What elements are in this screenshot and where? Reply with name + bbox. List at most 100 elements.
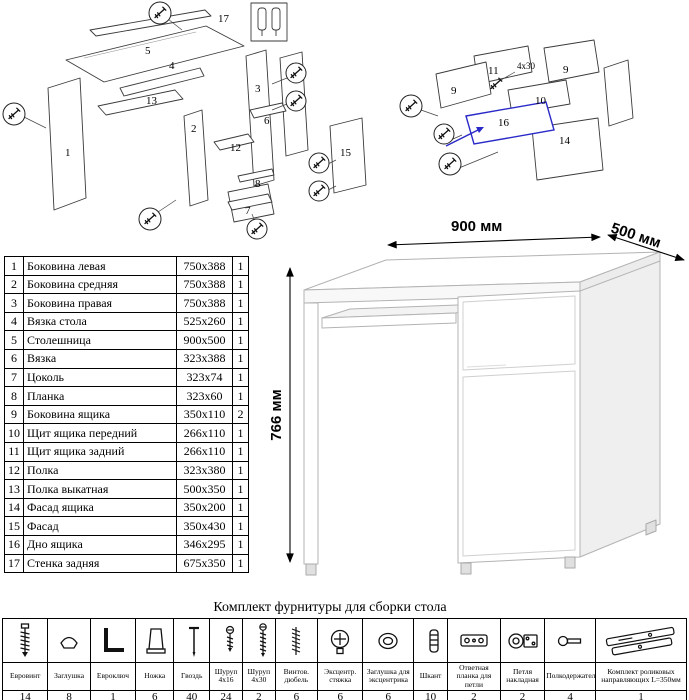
left-side-part — [47, 77, 87, 211]
part-size: 323x388 — [176, 348, 233, 369]
insert-direction-arrow — [445, 129, 479, 147]
part-size: 750x388 — [176, 256, 233, 276]
part-name: Столешница — [23, 330, 177, 350]
drawer-side-panel — [603, 59, 634, 127]
desk-foot — [564, 556, 576, 569]
part-num: 3 — [4, 293, 24, 313]
furniture-foot-icon — [146, 627, 166, 654]
part-num: 12 — [4, 460, 24, 481]
roller-guides-icon — [605, 626, 675, 655]
part-num: 8 — [4, 386, 24, 406]
eccentric-cam-icon — [331, 629, 350, 654]
desk-foot — [305, 563, 317, 576]
part-name: Боковина средняя — [23, 274, 177, 295]
part-label: 14 — [559, 135, 571, 147]
part-label: 6 — [264, 115, 270, 127]
screw-long-icon — [259, 622, 267, 657]
part-num: 10 — [4, 423, 24, 443]
part-label: 3 — [255, 83, 261, 95]
desk-foot — [460, 562, 472, 575]
part-label: 8 — [255, 178, 261, 190]
wood-dowel-icon — [429, 628, 439, 653]
shelf-part — [213, 133, 255, 151]
hardware-name: Гвоздь — [173, 662, 211, 691]
width-dimension-label: 900 мм — [451, 218, 502, 235]
part-qty: 1 — [232, 441, 249, 462]
depth-dimension-line — [607, 234, 685, 261]
hardware-name: Винтов. дюбель — [274, 662, 318, 691]
hardware-name: Ответная планка для петли — [447, 662, 501, 691]
part-name: Боковина ящика — [23, 404, 177, 425]
desk-foot — [645, 519, 657, 536]
cap-plug-icon — [60, 636, 78, 649]
screw-short-icon — [226, 625, 235, 652]
drawer-side-part — [435, 61, 492, 109]
desk-left-panel — [303, 302, 319, 565]
part-label: 16 — [498, 117, 510, 129]
part-size: 350x200 — [176, 497, 233, 518]
hex-key-icon — [103, 627, 124, 652]
part-qty: 1 — [232, 386, 249, 406]
part-qty: 1 — [232, 423, 249, 443]
hardware-qty-row: 14 8 1 6 40 24 2 6 6 6 10 2 2 4 1 — [1, 689, 688, 700]
hardware-name: Заглушка для эксцентрика — [362, 662, 415, 691]
part-label: 10 — [535, 95, 547, 107]
part-qty: 2 — [232, 404, 249, 425]
hardware-qty: 2 — [499, 689, 546, 700]
dowel-legend-box — [250, 2, 288, 42]
hardware-qty: 1 — [594, 689, 688, 700]
hardware-kit-title: Комплект фурнитуры для сборки стола — [213, 600, 447, 615]
dowel-icon — [271, 7, 281, 31]
part-size: 323x74 — [176, 367, 233, 388]
part-qty: 1 — [232, 516, 249, 536]
part-num: 16 — [4, 534, 24, 555]
part-name: Вязка — [23, 348, 177, 369]
dowel-screw-icon — [292, 626, 301, 655]
desk-drawer-front — [462, 295, 576, 371]
part-label: 12 — [230, 142, 241, 154]
rail-part — [119, 67, 205, 97]
part-size: 750x388 — [176, 274, 233, 295]
part-num: 13 — [4, 479, 24, 499]
exploded-view-main: 17 5 4 13 1 2 3 12 6 8 15 7 — [2, 1, 367, 240]
hinge-plate-icon — [460, 633, 488, 647]
part-name: Щит ящика задний — [23, 441, 177, 462]
part-num: 6 — [4, 348, 24, 369]
hardware-name: Петля накладная — [499, 662, 546, 691]
part-name: Щит ящика передний — [23, 423, 177, 443]
part-label: 15 — [340, 147, 352, 159]
hardware-qty: 14 — [1, 689, 49, 700]
desk-3d-view: 900 мм 500 мм 766 мм — [268, 218, 685, 576]
part-size: 900x500 — [176, 330, 233, 350]
part-label: 1 — [65, 147, 71, 159]
hardware-qty: 24 — [209, 689, 243, 700]
part-qty: 1 — [232, 534, 249, 555]
part-size: 350x430 — [176, 516, 233, 536]
part-name: Вязка стола — [23, 311, 177, 332]
part-label: 17 — [218, 13, 230, 25]
part-name: Полка выкатная — [23, 479, 177, 499]
hardware-qty: 2 — [447, 689, 501, 700]
hardware-name: Ножка — [135, 662, 175, 691]
part-qty: 1 — [232, 553, 249, 574]
hardware-labels-row: Евровинт Заглушка Евроключ Ножка Гвоздь … — [1, 662, 688, 691]
part-name: Фасад — [23, 516, 177, 536]
cam-cover-icon — [378, 632, 398, 649]
part-num: 7 — [4, 367, 24, 388]
part-num: 1 — [4, 256, 24, 276]
hinge-icon — [507, 632, 538, 649]
strip-part — [237, 168, 275, 183]
hardware-name: Шуруп 4x16 — [209, 662, 243, 691]
part-qty: 1 — [232, 479, 249, 499]
hardware-qty: 2 — [241, 689, 276, 700]
keyboard-tray-front — [321, 312, 457, 329]
